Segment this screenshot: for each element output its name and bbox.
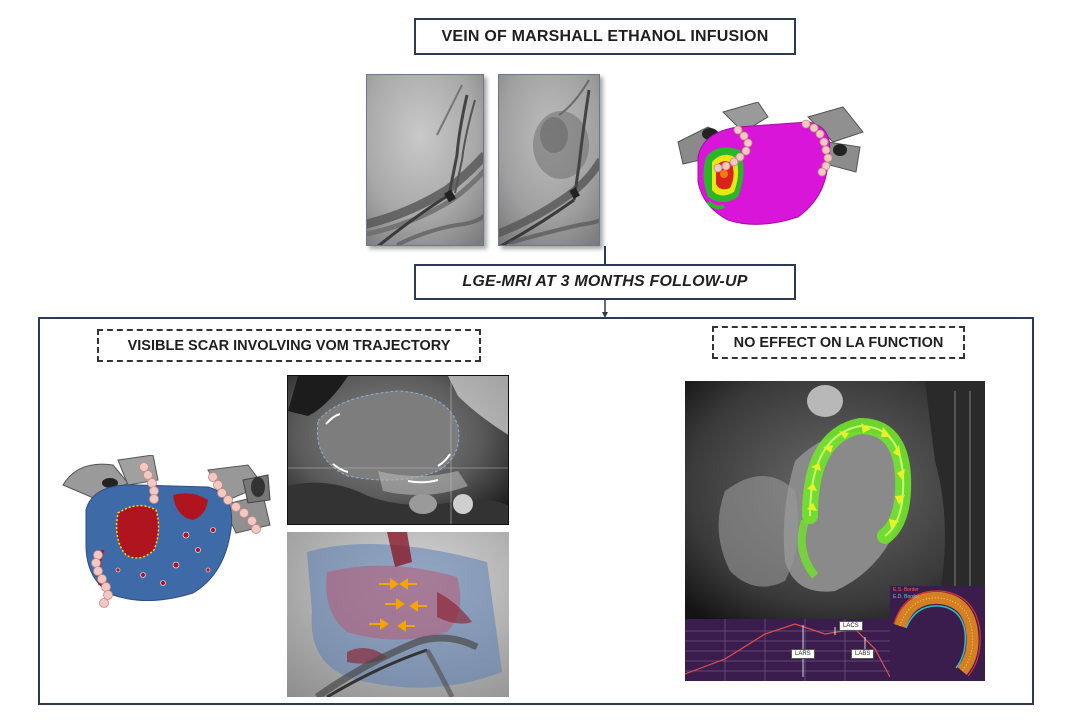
fluoroscopy-image-2: [498, 74, 600, 246]
strain-label-lars: LARS: [791, 649, 815, 659]
legend-es-border: E.S. Border: [893, 587, 919, 593]
mri-axial-image: [287, 375, 509, 525]
scar-fluoro-overlay-image: [287, 532, 509, 697]
la-voltage-map-3d: [668, 102, 873, 232]
connector-line: [604, 246, 606, 264]
strain-label-lacs: LACS: [839, 621, 863, 631]
fluoroscopy-image-1: [366, 74, 484, 246]
main-title-text: VEIN OF MARSHALL ETHANOL INFUSION: [441, 27, 769, 45]
main-title: VEIN OF MARSHALL ETHANOL INFUSION: [414, 18, 796, 55]
la-strain-curve: LACS LARS LABS: [685, 619, 890, 681]
legend-ed-border: E.D. Border: [893, 594, 920, 600]
strain-contour-inset: E.S. Border E.D. Border: [890, 586, 985, 681]
followup-title-text: LGE-MRI AT 3 MONTHS FOLLOW-UP: [462, 273, 748, 290]
results-frame: [38, 317, 1034, 705]
strain-label-labs: LABS: [851, 649, 875, 659]
left-panel-heading-text: VISIBLE SCAR INVOLVING VOM TRAJECTORY: [127, 337, 451, 354]
down-arrow-icon: [602, 300, 608, 318]
cardiac-mri-strain-image: [685, 381, 985, 619]
right-panel-heading-text: NO EFFECT ON LA FUNCTION: [733, 334, 944, 351]
right-panel-heading: NO EFFECT ON LA FUNCTION: [712, 326, 965, 359]
la-scar-model-3d: [58, 455, 273, 610]
followup-title: LGE-MRI AT 3 MONTHS FOLLOW-UP: [414, 264, 796, 300]
left-panel-heading: VISIBLE SCAR INVOLVING VOM TRAJECTORY: [97, 329, 481, 362]
